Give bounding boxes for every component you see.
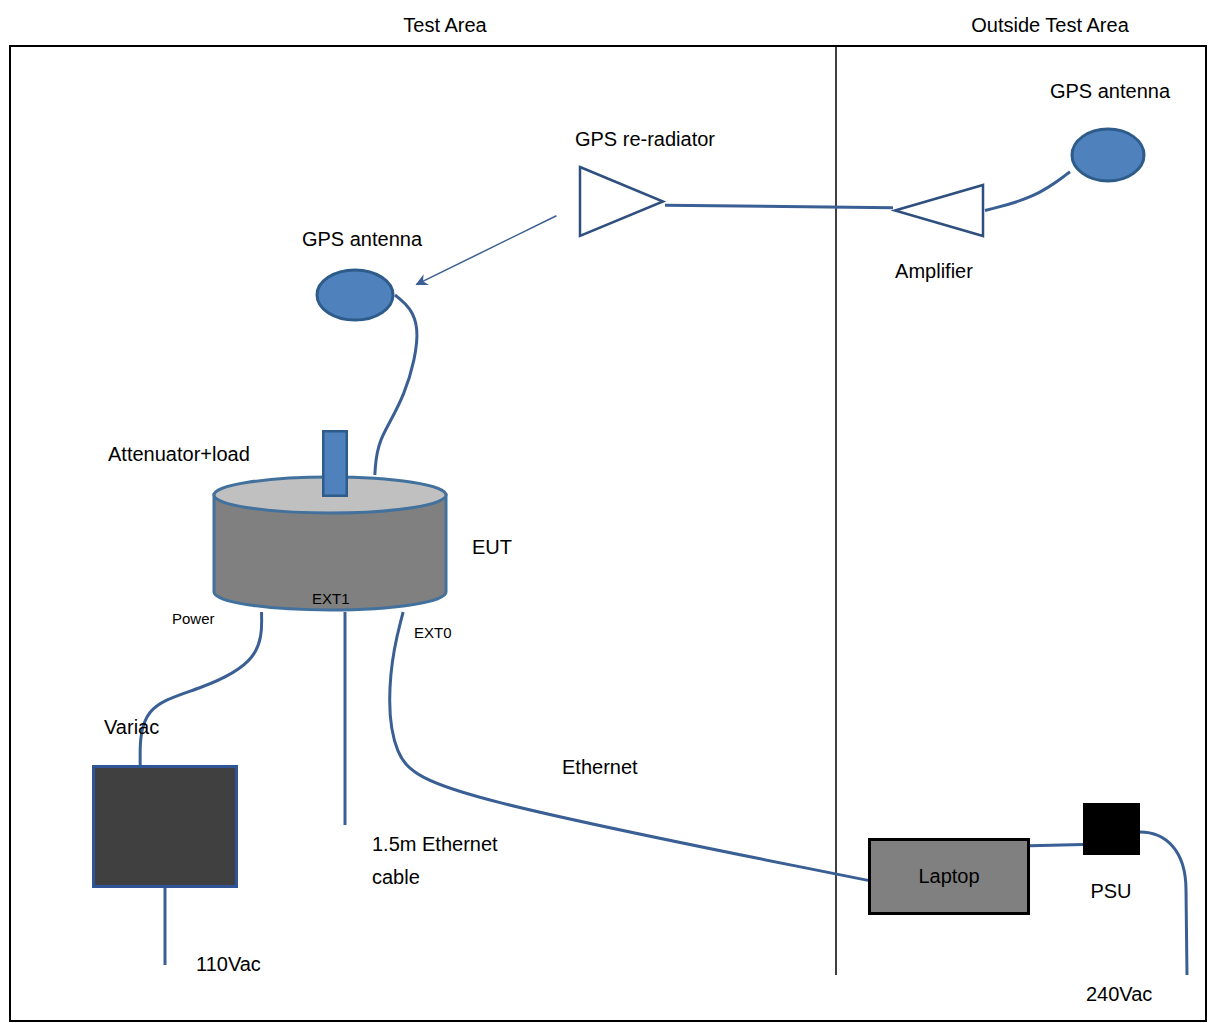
node-label: GPS re-radiator [575, 128, 715, 151]
node-label: Laptop [918, 865, 979, 888]
node-label: Amplifier [895, 260, 973, 283]
node-shape [322, 430, 348, 497]
cable-label: Ethernet [562, 756, 638, 779]
supply-label: 110Vac [196, 953, 261, 976]
variac-box: Variac [92, 716, 238, 888]
box-outline [1084, 804, 1140, 855]
cylinder-top [214, 477, 446, 513]
node-shape [92, 765, 238, 888]
variac-mains-cable [164, 888, 167, 965]
amplifier-triangle [895, 185, 983, 236]
area-heading: Outside Test Area [971, 14, 1129, 37]
node-shape [1083, 803, 1140, 855]
node-label: Attenuator+load [108, 443, 250, 466]
psu-box: PSU [1083, 803, 1140, 903]
node-shape [578, 165, 665, 238]
area-heading: Test Area [403, 14, 486, 37]
attenuator-load: Attenuator+load [108, 430, 348, 497]
gps-antenna: GPS antenna [302, 228, 422, 322]
box-outline [323, 431, 347, 496]
antenna-dish [1072, 129, 1144, 181]
node-label: GPS antenna [302, 228, 422, 251]
node-label: Variac [104, 716, 159, 739]
node-label: GPS antenna [1050, 80, 1170, 103]
eut-cylinder: EUT [212, 475, 512, 612]
outer-frame [10, 46, 1206, 1021]
radiator-triangle [580, 167, 663, 236]
cable-connector [140, 612, 262, 765]
amplifier: Amplifier [893, 183, 985, 283]
port-label: Power [172, 610, 215, 627]
ext1-cable [344, 612, 347, 825]
area-divider [835, 46, 837, 975]
laptop-box: Laptop [868, 838, 1030, 915]
cable-connector [1030, 845, 1083, 846]
box-outline [94, 767, 237, 887]
node-shape [893, 183, 985, 238]
cable-connector [417, 216, 557, 285]
node-label: EUT [472, 536, 512, 559]
cable-connector [390, 612, 868, 880]
antenna-dish [317, 270, 393, 320]
box-outline [870, 840, 1029, 914]
psu-mains-cable [1140, 832, 1187, 975]
supply-label: 240Vac [1086, 983, 1152, 1006]
cable-connector [375, 295, 417, 475]
cable-note: 1.5m Ethernet cable [372, 828, 522, 894]
node-label: PSU [1090, 880, 1131, 903]
cable-connector [665, 205, 893, 208]
gps-re-radiator: GPS re-radiator [575, 128, 715, 238]
node-shape [1070, 127, 1146, 183]
gps-antenna: GPS antenna [1050, 80, 1170, 183]
port-label: EXT0 [414, 624, 452, 641]
node-shape [315, 268, 395, 322]
cable-connector [985, 172, 1070, 211]
